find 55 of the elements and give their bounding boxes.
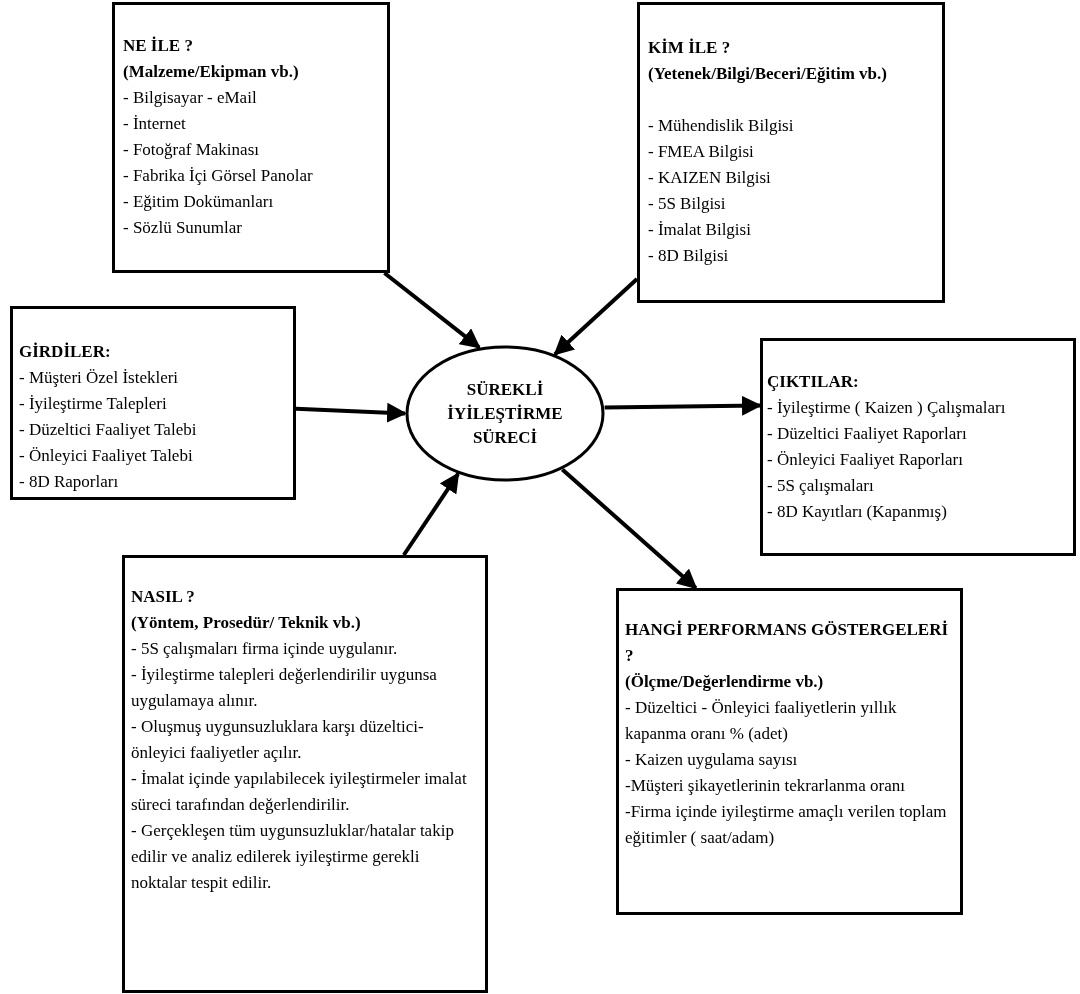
- list-item: - İmalat içinde yapılabilecek iyileştirmeler imalat süreci tarafından değerlendirilir.: [131, 768, 468, 816]
- info-box: [760, 338, 1076, 556]
- list-item: - Kaizen uygulama sayısı: [625, 749, 799, 771]
- box-heading: GİRDİLER:: [19, 341, 112, 363]
- list-item: - 5S Bilgisi: [648, 193, 727, 215]
- box-heading: HANGİ PERFORMANS GÖSTERGELERİ ?: [625, 619, 950, 667]
- list-item: - Oluşmuş uygunsuzluklara karşı düzeltici-önleyici faaliyetler açılır.: [131, 716, 425, 764]
- list-item: - İyileştirme talepleri değerlendirilir uygunsa uygulamaya alınır.: [131, 664, 438, 712]
- arrow: [295, 402, 407, 423]
- box-heading: KİM İLE ?: [648, 37, 732, 59]
- list-item: - Düzeltici Faaliyet Raporları: [767, 423, 968, 445]
- list-item: - Fotoğraf Makinası: [123, 139, 260, 161]
- process-ellipse: [405, 345, 605, 482]
- box-heading: (Ölçme/Değerlendirme vb.): [625, 671, 825, 693]
- box-heading: (Yöntem, Prosedür/ Teknik vb.): [131, 612, 362, 634]
- list-item: -Müşteri şikayetlerinin tekrarlanma oranı: [625, 775, 906, 797]
- list-item: - KAIZEN Bilgisi: [648, 167, 772, 189]
- list-item: - İnternet: [123, 113, 187, 135]
- list-item: - Eğitim Dokümanları: [123, 191, 275, 213]
- info-box: [122, 555, 488, 993]
- list-item: -Firma içinde iyileştirme amaçlı verilen toplam eğitimler ( saat/adam): [625, 801, 948, 849]
- list-item: - Düzeltici Faaliyet Talebi: [19, 419, 198, 441]
- arrow: [402, 472, 460, 557]
- list-item: - İmalat Bilgisi: [648, 219, 752, 241]
- list-item: - 5S çalışmaları firma içinde uygulanır.: [131, 638, 399, 660]
- process-label: SÜREKLİ İYİLEŞTİRME SÜRECİ: [446, 378, 564, 449]
- arrow: [383, 271, 481, 349]
- list-item: - Bilgisayar - eMail: [123, 87, 258, 109]
- list-item: - 8D Bilgisi: [648, 245, 730, 267]
- box-heading: (Yetenek/Bilgi/Beceri/Eğitim vb.): [648, 63, 888, 85]
- list-item: - Müşteri Özel İstekleri: [19, 367, 180, 389]
- list-item: - Önleyici Faaliyet Talebi: [19, 445, 194, 467]
- list-item: - 5S çalışmaları: [767, 475, 875, 497]
- list-item: - Mühendislik Bilgisi: [648, 115, 795, 137]
- list-item: - 8D Kayıtları (Kapanmış): [767, 501, 948, 523]
- info-box: [616, 588, 963, 915]
- arrow: [561, 468, 698, 590]
- info-box: [10, 306, 296, 500]
- info-box: [637, 2, 945, 303]
- list-item: - Düzeltici - Önleyici faaliyetlerin yıllık kapanma oranı % (adet): [625, 697, 898, 745]
- list-item: - Sözlü Sunumlar: [123, 217, 243, 239]
- box-heading: NASIL ?: [131, 586, 196, 608]
- list-item: - İyileştirme ( Kaizen ) Çalışmaları: [767, 397, 1007, 419]
- list-item: - Önleyici Faaliyet Raporları: [767, 449, 964, 471]
- list-item: - Fabrika İçi Görsel Panolar: [123, 165, 314, 187]
- list-item: - Gerçekleşen tüm uygunsuzluklar/hatalar takip edilir ve analiz edilerek iyileştirme gerekli noktalar tespit edilir.: [131, 820, 455, 894]
- list-item: - 8D Raporları: [19, 471, 120, 493]
- box-heading: (Malzeme/Ekipman vb.): [123, 61, 300, 83]
- info-box: [112, 2, 390, 273]
- arrow: [553, 277, 639, 356]
- box-heading: ÇIKTILAR:: [767, 371, 860, 393]
- list-item: - FMEA Bilgisi: [648, 141, 755, 163]
- arrow: [604, 395, 762, 416]
- box-heading: NE İLE ?: [123, 35, 194, 57]
- list-item: - İyileştirme Talepleri: [19, 393, 168, 415]
